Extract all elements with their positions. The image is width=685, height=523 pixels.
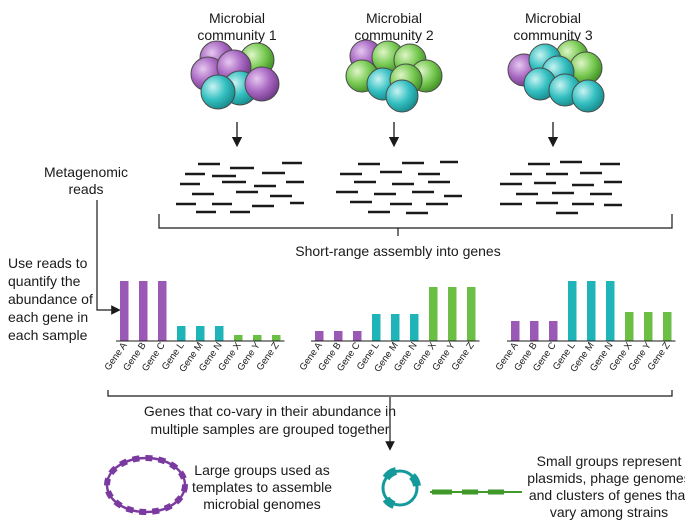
bar-gene-n: [606, 281, 615, 341]
svg-text:each sample: each sample: [8, 327, 88, 343]
svg-text:quantify the: quantify the: [8, 273, 81, 289]
bar-gene-a: [120, 281, 129, 341]
bar-gene-a: [315, 331, 324, 341]
svg-text:Large groups used as: Large groups used as: [194, 462, 329, 478]
bar-gene-c: [353, 331, 362, 341]
bar-gene-m: [391, 314, 400, 341]
small-groups-label: Small groups represent plasmids, phage g…: [527, 453, 685, 520]
svg-text:community 1: community 1: [197, 27, 277, 43]
bar-gene-z: [272, 335, 281, 341]
large-genome-circle-icon: [104, 455, 188, 515]
bar-gene-y: [253, 335, 262, 341]
metagenomic-reads-label: Metagenomic reads: [44, 164, 128, 197]
grouping-bracket: [107, 390, 673, 397]
svg-text:reads: reads: [68, 181, 103, 197]
assembly-bracket: [158, 214, 673, 236]
bar-gene-l: [568, 281, 577, 341]
bar-gene-x: [234, 335, 243, 341]
svg-text:Metagenomic: Metagenomic: [44, 164, 128, 180]
bar-gene-n: [215, 326, 224, 341]
svg-text:Genes that co-vary in their ab: Genes that co-vary in their abundance in: [144, 403, 396, 419]
svg-text:Use reads to: Use reads to: [8, 255, 88, 271]
svg-text:Microbial: Microbial: [366, 10, 422, 26]
community-3-cells: [507, 39, 605, 113]
large-groups-label: Large groups used as templates to assemb…: [192, 462, 332, 512]
community-1-cells: [190, 40, 280, 110]
community-arrows: [231, 122, 559, 148]
community-3-title: Microbial community 3: [513, 10, 593, 43]
bar-gene-m: [196, 326, 205, 341]
community-2-title: Microbial community 2: [354, 10, 434, 43]
bar-gene-y: [448, 287, 457, 341]
svg-text:multiple samples are grouped t: multiple samples are grouped together: [151, 421, 390, 437]
svg-text:templates to assemble: templates to assemble: [192, 479, 332, 495]
bar-gene-c: [549, 321, 558, 341]
svg-text:and clusters of genes that: and clusters of genes that: [529, 487, 685, 503]
bar-gene-l: [372, 314, 381, 341]
svg-text:microbial genomes: microbial genomes: [203, 496, 321, 512]
svg-text:community 2: community 2: [354, 27, 434, 43]
svg-text:vary among strains: vary among strains: [550, 504, 668, 520]
community-2-cells: [345, 39, 443, 113]
svg-text:Small groups represent: Small groups represent: [537, 453, 682, 469]
svg-text:Microbial: Microbial: [209, 10, 265, 26]
bar-gene-z: [467, 287, 476, 341]
bar-gene-m: [587, 281, 596, 341]
svg-text:Microbial: Microbial: [525, 10, 581, 26]
bar-gene-b: [530, 321, 539, 341]
svg-text:community 3: community 3: [513, 27, 593, 43]
plasmid-circle-icon: [381, 467, 421, 509]
reads-cluster-1: [176, 161, 304, 214]
reads-cluster-3: [500, 160, 622, 215]
reads-cluster-2: [336, 160, 462, 215]
bar-gene-x: [625, 312, 634, 341]
bar-gene-c: [158, 281, 167, 341]
bar-gene-z: [663, 312, 672, 341]
svg-text:each gene in: each gene in: [8, 309, 88, 325]
bar-gene-a: [511, 321, 520, 341]
quantify-label: Use reads to quantify the abundance of e…: [8, 255, 93, 343]
bar-gene-l: [177, 326, 186, 341]
bar-gene-b: [334, 331, 343, 341]
assembly-label: Short-range assembly into genes: [295, 243, 500, 259]
community-1-title: Microbial community 1: [197, 10, 277, 43]
bar-gene-y: [644, 312, 653, 341]
bar-gene-n: [410, 314, 419, 341]
bar-gene-x: [429, 287, 438, 341]
grouping-label: Genes that co-vary in their abundance in…: [144, 403, 396, 437]
reads-to-quantify-arrow: [96, 200, 121, 315]
bar-gene-b: [139, 281, 148, 341]
svg-text:abundance of: abundance of: [8, 291, 93, 307]
svg-text:plasmids, phage genomes: plasmids, phage genomes: [527, 470, 685, 486]
